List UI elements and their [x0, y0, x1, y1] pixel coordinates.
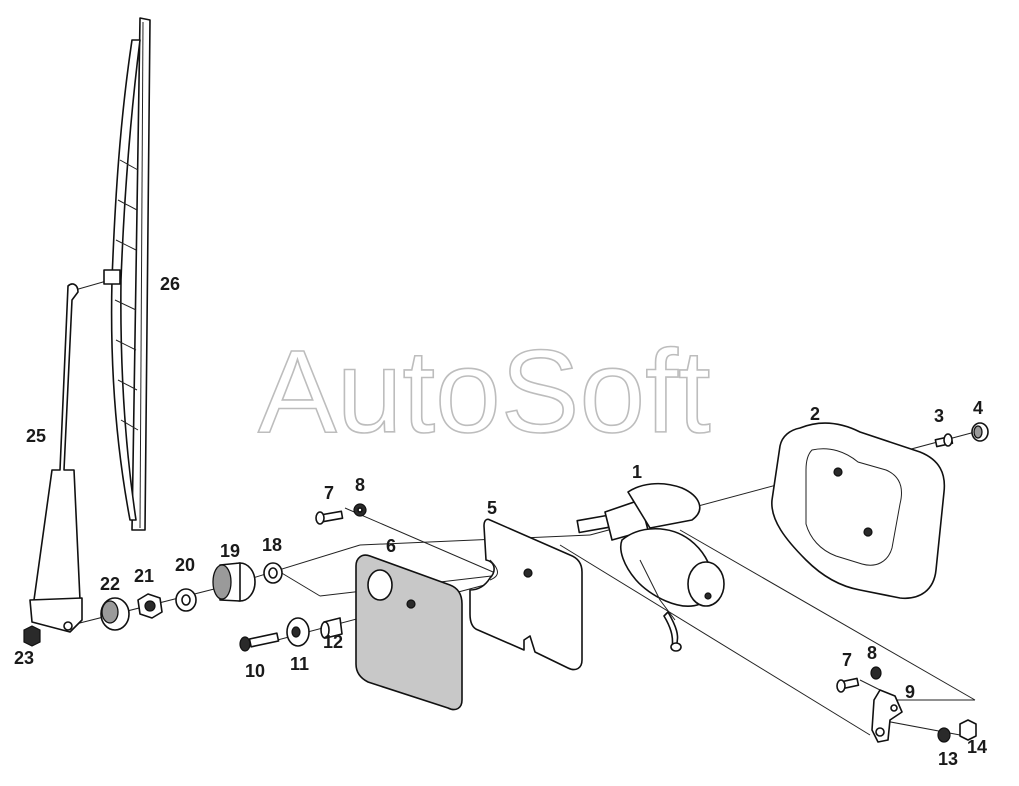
bushing-19: [212, 562, 256, 602]
callout-6: 6: [386, 536, 396, 556]
callout-8-lower: 8: [867, 643, 877, 663]
cap-22: [100, 597, 130, 631]
callout-10: 10: [245, 661, 265, 681]
washer-13: [937, 727, 951, 743]
callout-23: 23: [14, 648, 34, 668]
callout-21: 21: [134, 566, 154, 586]
callout-5: 5: [487, 498, 497, 518]
wiper-arm: [29, 283, 83, 633]
nut-21: [137, 593, 163, 619]
callout-22: 22: [100, 574, 120, 594]
washer-8-lower: [870, 666, 882, 680]
washer-20: [175, 588, 197, 612]
nut-23: [23, 625, 41, 647]
callout-7-lower: 7: [842, 650, 852, 670]
callout-13: 13: [938, 749, 958, 769]
callout-8-upper: 8: [355, 475, 365, 495]
washer-18: [263, 562, 283, 584]
nut-14: [959, 719, 977, 741]
bracket-9: [871, 689, 903, 743]
callout-4: 4: [973, 398, 983, 418]
washer-8-upper: [353, 503, 367, 517]
callout-7-upper: 7: [324, 483, 334, 503]
screw-3: [934, 433, 954, 448]
callout-19: 19: [220, 541, 240, 561]
callout-labels: 1 2 3 4 5 6 7 8 7 8 9 10 11 12 13 14 18 …: [14, 274, 987, 769]
bolt-10: [239, 632, 280, 652]
callout-3: 3: [934, 406, 944, 426]
motor-cover-2: [771, 422, 946, 599]
callout-18: 18: [262, 535, 282, 555]
wiper-motor-1: [576, 482, 725, 652]
spacer-11: [286, 617, 310, 647]
mounting-plate-5: [469, 518, 583, 671]
callout-25: 25: [26, 426, 46, 446]
screw-7-lower: [836, 677, 860, 693]
wiper-blade: [103, 17, 151, 531]
sleeve-12: [320, 617, 343, 639]
watermark-text: AutoSoft: [258, 326, 711, 458]
callout-11: 11: [290, 654, 309, 674]
callout-9: 9: [905, 682, 915, 702]
callout-20: 20: [175, 555, 195, 575]
screw-7-upper: [315, 510, 344, 525]
callout-2: 2: [810, 404, 820, 424]
callout-12: 12: [323, 632, 343, 652]
callout-26: 26: [160, 274, 180, 294]
cap-4: [971, 422, 989, 442]
gasket-6: [355, 554, 463, 711]
callout-14: 14: [967, 737, 987, 757]
callout-1: 1: [632, 462, 642, 482]
